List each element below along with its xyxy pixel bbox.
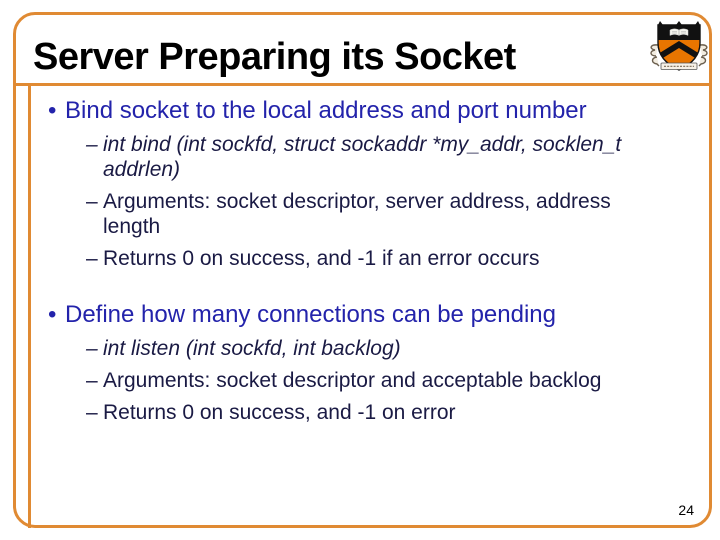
dash-marker-icon: – <box>86 247 98 270</box>
bullet-heading-text: Bind socket to the local address and por… <box>65 97 587 124</box>
princeton-shield-icon <box>650 21 708 71</box>
dash-marker-icon: – <box>86 369 98 392</box>
bullet-section: • Bind socket to the local address and p… <box>48 95 703 271</box>
sub-bullet: – int bind (int sockfd, struct sockaddr … <box>48 132 703 182</box>
bullet-heading: • Bind socket to the local address and p… <box>48 95 703 126</box>
bullet-marker-icon: • <box>48 97 57 124</box>
sub-bullet-line: int listen (int sockfd, int backlog) <box>103 337 401 360</box>
sub-bullet: – int listen (int sockfd, int backlog) <box>48 336 703 361</box>
princeton-shield-logo <box>648 19 712 80</box>
sub-bullet-line: Arguments: socket descriptor, server add… <box>103 190 611 213</box>
shield-mantling <box>650 44 708 67</box>
sub-bullet: – Returns 0 on success, and -1 if an err… <box>48 246 703 271</box>
sub-bullet-line: Returns 0 on success, and -1 on error <box>103 401 456 424</box>
page-number: 24 <box>678 502 694 518</box>
sub-bullet: – Arguments: socket descriptor, server a… <box>48 189 703 239</box>
bullet-heading-text: Define how many connections can be pendi… <box>65 301 556 328</box>
bullet-section: • Define how many connections can be pen… <box>48 299 703 425</box>
dash-marker-icon: – <box>86 337 98 360</box>
sub-bullet-line: Returns 0 on success, and -1 if an error… <box>103 247 540 270</box>
sub-bullet-line: int bind (int sockfd, struct sockaddr *m… <box>103 133 622 156</box>
title-separator-line <box>13 83 712 86</box>
shield-motto-banner <box>660 62 698 70</box>
shield-top-tips <box>658 21 700 25</box>
body-left-border-line <box>28 83 31 528</box>
sub-bullet-line: length <box>103 215 161 238</box>
dash-marker-icon: – <box>86 401 98 424</box>
sub-bullet-line: Arguments: socket descriptor and accepta… <box>103 369 602 392</box>
bullet-marker-icon: • <box>48 301 57 328</box>
slide-frame-border <box>13 12 712 528</box>
slide-body: • Bind socket to the local address and p… <box>48 95 703 425</box>
slide-title: Server Preparing its Socket <box>33 36 516 78</box>
dash-marker-icon: – <box>86 190 98 213</box>
shield-chevron <box>658 41 700 61</box>
sub-bullet: – Returns 0 on success, and -1 on error <box>48 400 703 425</box>
shield-outline <box>657 24 701 71</box>
bullet-heading: • Define how many connections can be pen… <box>48 299 703 330</box>
shield-book <box>669 28 689 36</box>
sub-bullet: – Arguments: socket descriptor and accep… <box>48 368 703 393</box>
sub-bullet-line: addrlen) <box>103 158 181 181</box>
dash-marker-icon: – <box>86 133 98 156</box>
